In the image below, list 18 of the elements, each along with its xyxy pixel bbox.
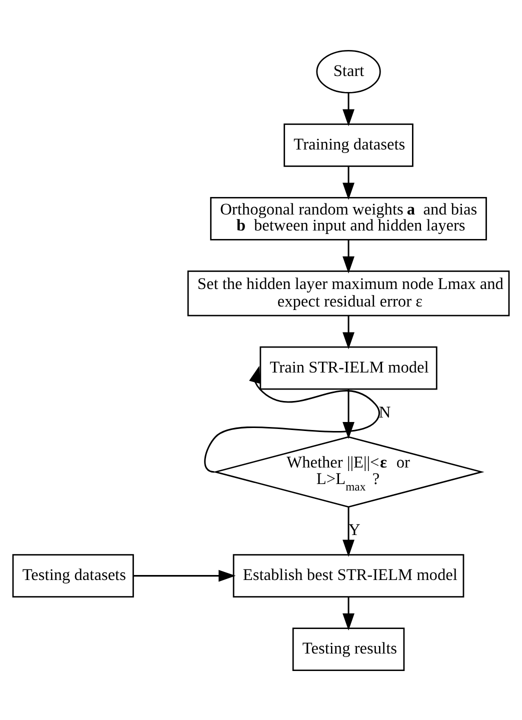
node-box: Set the hidden layer maximum node Lmax and expect residual error ε [187,270,510,316]
arrow [342,166,354,200]
arrow [133,569,236,582]
node-box: Testing datasets [12,554,134,598]
node-box: Orthogonal random weights a and bias b between input and hidden layers [210,196,487,240]
node-box: Establish best STR-IELM model [232,554,464,598]
node-diamond: Whether ||E||<ε or L>L$_{max}$ ? [212,436,484,508]
node-ellipse: Start [316,49,381,93]
arrow [342,92,354,126]
edge-label: N [378,402,391,421]
node-box: Train STR-IELM model [260,346,438,390]
arrow [342,388,354,439]
arrow [342,596,354,630]
arrow [204,365,380,472]
arrow [342,315,354,349]
node-box: Training datasets [284,122,414,166]
node-box: Testing results [292,627,405,671]
arrow [342,240,354,273]
